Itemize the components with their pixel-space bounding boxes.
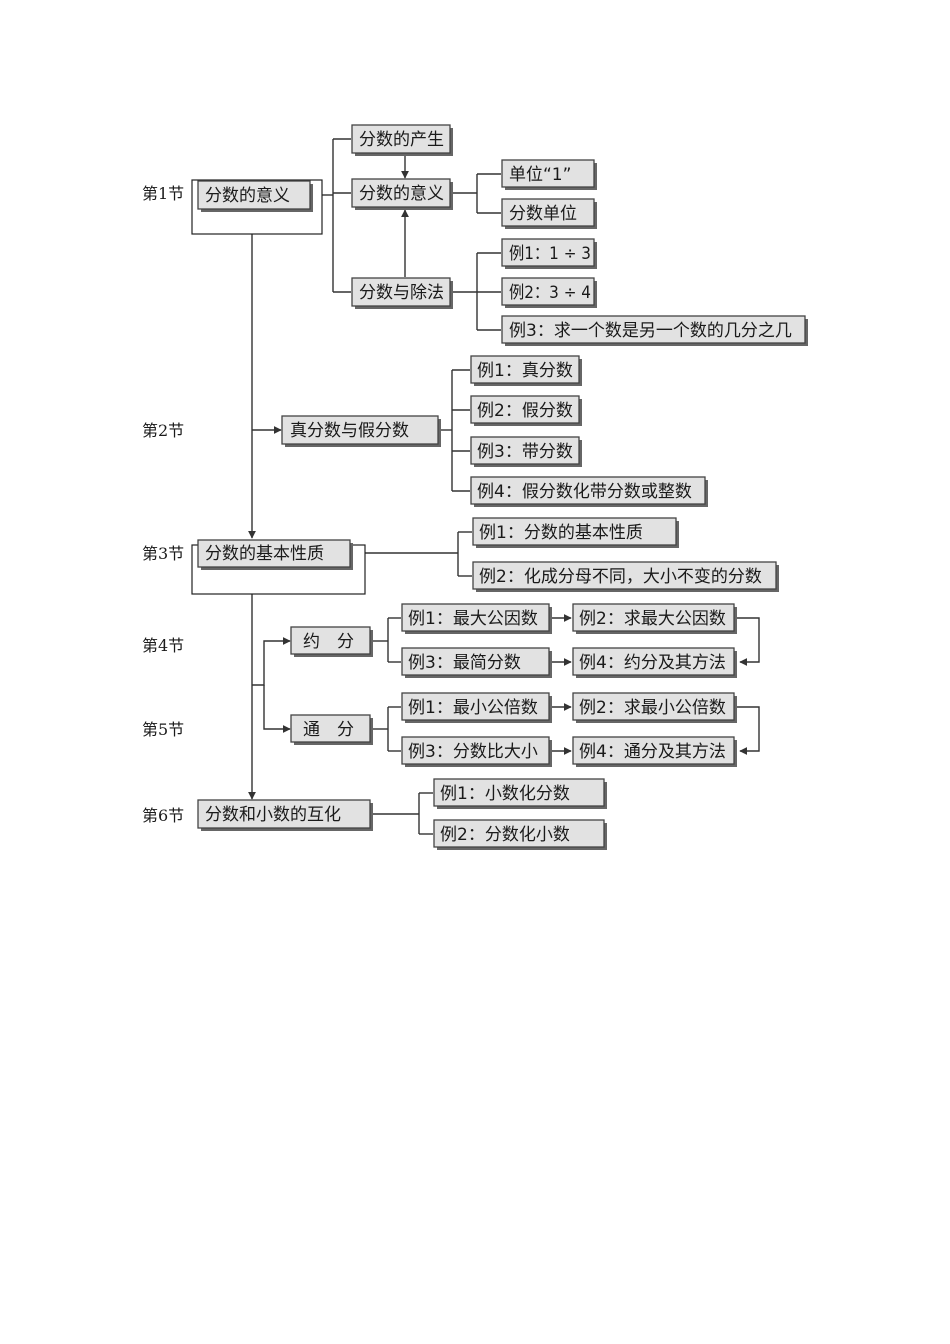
node-s3-ex1: 例1：分数的基本性质 xyxy=(472,517,679,548)
node-s6-ex1: 例1：小数化分数 xyxy=(433,778,607,809)
node-s4-ex3: 例3：最简分数 xyxy=(401,647,552,678)
connectors xyxy=(248,138,760,835)
node-s2-ex4: 例4：假分数化带分数或整数 xyxy=(470,476,708,507)
node-s1-main: 分数的意义 xyxy=(197,180,313,212)
svg-text:例4：通分及其方法: 例4：通分及其方法 xyxy=(579,742,726,762)
svg-text:分数单位: 分数单位 xyxy=(509,204,577,224)
node-s4-main: 约 分 xyxy=(290,626,373,657)
node-s6-ex2: 例2：分数化小数 xyxy=(433,819,607,850)
svg-text:分数与除法: 分数与除法 xyxy=(359,283,444,303)
svg-text:例1：最小公倍数: 例1：最小公倍数 xyxy=(408,698,538,718)
node-s6-main: 分数和小数的互化 xyxy=(197,799,373,831)
node-s2-ex2: 例2：假分数 xyxy=(470,395,582,426)
section-label-3: 第3节 xyxy=(142,544,184,563)
s4-ex2-to-ex4 xyxy=(737,617,760,666)
svg-text:例1：分数的基本性质: 例1：分数的基本性质 xyxy=(479,523,643,543)
node-s2-ex1: 例1：真分数 xyxy=(470,355,582,386)
svg-text:例3：带分数: 例3：带分数 xyxy=(477,442,573,462)
svg-text:例4：假分数化带分数或整数: 例4：假分数化带分数或整数 xyxy=(477,482,692,502)
nodes: 分数的意义 分数的产生 分数的意义 单位“1” 分数单位 分数与除法 例1：1 … xyxy=(197,124,808,850)
node-s2-ex3: 例3：带分数 xyxy=(470,436,582,467)
section-label-4: 第4节 xyxy=(142,636,184,655)
section-1-frame xyxy=(191,179,323,235)
svg-text:通 分: 通 分 xyxy=(303,720,354,740)
node-s3-ex2: 例2：化成分母不同，大小不变的分数 xyxy=(472,561,779,592)
node-s5-ex1: 例1：最小公倍数 xyxy=(401,692,552,723)
node-s1-division: 分数与除法 xyxy=(351,277,453,309)
svg-text:例3：最简分数: 例3：最简分数 xyxy=(408,653,521,673)
node-s1-unit-one: 单位“1” xyxy=(501,159,597,190)
node-s2-main: 真分数与假分数 xyxy=(281,415,441,447)
node-s1-origin: 分数的产生 xyxy=(351,124,453,156)
svg-text:单位“1”: 单位“1” xyxy=(509,165,571,185)
node-s5-main: 通 分 xyxy=(290,714,373,745)
svg-text:例1：1 ÷ 3: 例1：1 ÷ 3 xyxy=(509,244,591,264)
svg-text:例1：最大公因数: 例1：最大公因数 xyxy=(408,609,538,629)
svg-text:例2：3 ÷ 4: 例2：3 ÷ 4 xyxy=(509,283,591,303)
node-s1-ex1: 例1：1 ÷ 3 xyxy=(501,238,597,269)
node-s4-ex2: 例2：求最大公因数 xyxy=(572,603,737,634)
node-s5-ex3: 例3：分数比大小 xyxy=(401,736,552,767)
svg-text:分数和小数的互化: 分数和小数的互化 xyxy=(205,805,341,825)
section-label-1: 第1节 xyxy=(142,184,184,203)
node-s1-meaning: 分数的意义 xyxy=(351,178,453,210)
svg-text:分数的意义: 分数的意义 xyxy=(205,186,290,206)
link-s5 xyxy=(263,685,291,733)
node-s1-frac-unit: 分数单位 xyxy=(501,198,597,229)
section-label-5: 第5节 xyxy=(142,720,184,739)
svg-text:例2：求最小公倍数: 例2：求最小公倍数 xyxy=(579,698,726,718)
node-s5-ex2: 例2：求最小公倍数 xyxy=(572,692,737,723)
section-label-2: 第2节 xyxy=(142,421,184,440)
svg-text:例2：化成分母不同，大小不变的分数: 例2：化成分母不同，大小不变的分数 xyxy=(479,567,762,587)
svg-text:例2：分数化小数: 例2：分数化小数 xyxy=(440,825,570,845)
section-label-6: 第6节 xyxy=(142,806,184,825)
node-s1-ex3: 例3：求一个数是另一个数的几分之几 xyxy=(501,315,808,346)
svg-text:例4：约分及其方法: 例4：约分及其方法 xyxy=(579,653,726,673)
node-s3-main: 分数的基本性质 xyxy=(197,539,353,570)
svg-text:例3：分数比大小: 例3：分数比大小 xyxy=(408,742,538,762)
svg-text:例1：小数化分数: 例1：小数化分数 xyxy=(440,784,570,804)
svg-text:例2：求最大公因数: 例2：求最大公因数 xyxy=(579,609,726,629)
svg-text:分数的基本性质: 分数的基本性质 xyxy=(205,544,324,564)
svg-text:分数的意义: 分数的意义 xyxy=(359,184,444,204)
svg-text:例2：假分数: 例2：假分数 xyxy=(477,401,573,421)
svg-text:约 分: 约 分 xyxy=(303,632,354,652)
svg-text:真分数与假分数: 真分数与假分数 xyxy=(290,421,409,441)
link-s4 xyxy=(252,637,291,686)
node-s4-ex1: 例1：最大公因数 xyxy=(401,603,552,634)
node-s5-ex4: 例4：通分及其方法 xyxy=(572,736,737,767)
svg-text:例1：真分数: 例1：真分数 xyxy=(477,361,573,381)
node-s4-ex4: 例4：约分及其方法 xyxy=(572,647,737,678)
s5-ex2-to-ex4 xyxy=(737,706,760,755)
svg-text:例3：求一个数是另一个数的几分之几: 例3：求一个数是另一个数的几分之几 xyxy=(509,321,792,341)
node-s1-ex2: 例2：3 ÷ 4 xyxy=(501,277,597,308)
svg-text:分数的产生: 分数的产生 xyxy=(359,130,444,150)
